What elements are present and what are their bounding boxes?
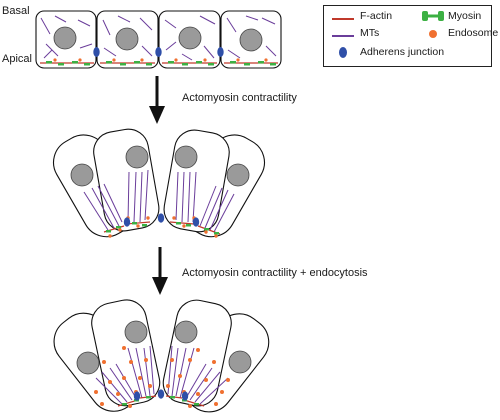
nucleus-icon <box>174 320 198 344</box>
stage-flat-epithelium <box>35 10 282 69</box>
nucleus-icon <box>228 350 252 374</box>
mts-swatch-icon <box>332 35 354 37</box>
nucleus-icon <box>53 26 77 50</box>
myosin-swatch-icon <box>422 11 444 21</box>
nucleus-icon <box>226 163 250 187</box>
legend-factin: F-actin <box>360 10 393 22</box>
nucleus-icon <box>70 163 94 187</box>
factin-swatch-icon <box>332 18 354 20</box>
microtubules <box>83 169 235 233</box>
step2-label: Actomyosin contractility + endocytosis <box>182 267 368 279</box>
legend-endosome: Endosome <box>448 27 499 39</box>
down-arrow-icon <box>152 247 168 295</box>
legend: F-actin Myosin MTs Endosome Adherens jun… <box>323 5 498 67</box>
microtubules <box>95 345 229 405</box>
legend-mts: MTs <box>360 27 380 39</box>
down-arrow-icon <box>149 76 165 124</box>
nucleus-icon <box>125 145 149 169</box>
microtubules <box>40 15 277 61</box>
myosin-filaments <box>106 222 219 235</box>
nucleus-icon <box>115 27 139 51</box>
step1-label: Actomyosin contractility <box>182 92 297 104</box>
endosomes <box>53 58 268 62</box>
endosome-swatch-icon <box>429 30 437 38</box>
apical-label: Apical <box>2 53 32 65</box>
basal-label: Basal <box>2 5 30 17</box>
adherens-junctions <box>93 47 224 57</box>
adherens-junction-swatch-icon <box>339 47 347 58</box>
nucleus-icon <box>76 351 100 375</box>
adherens-junctions <box>133 389 189 401</box>
stage-apical-constriction <box>52 128 266 238</box>
nucleus-icon <box>124 320 148 344</box>
nucleus-icon <box>178 26 202 50</box>
legend-myosin: Myosin <box>448 10 482 22</box>
legend-aj: Adherens junction <box>360 46 445 58</box>
stage-contraction-endocytosis <box>53 299 270 413</box>
nucleus-icon <box>239 28 263 52</box>
myosin-filaments <box>46 61 276 66</box>
adherens-junctions <box>123 213 200 227</box>
nucleus-icon <box>174 145 198 169</box>
